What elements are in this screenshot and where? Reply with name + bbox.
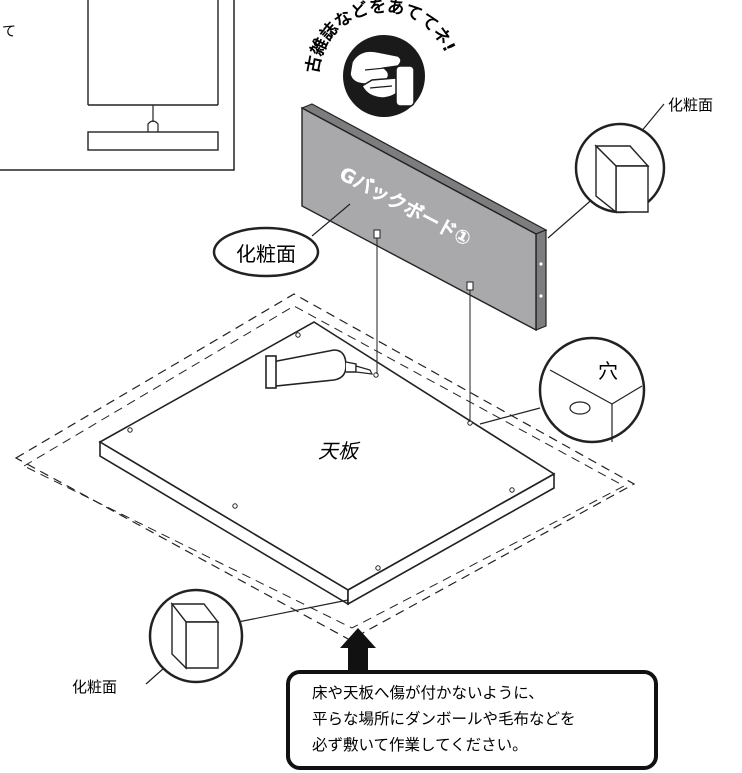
note-line-3: 必ず敷いて作業してください。 (312, 735, 528, 754)
arrow-up-icon (340, 628, 376, 672)
finish-face-label: 化粧面 (236, 242, 296, 266)
inset-glyph: て (2, 24, 16, 40)
finish-face-oval: 化粧面 (212, 203, 351, 278)
top-board: 天板 (98, 321, 556, 606)
hole-label: 穴 (598, 359, 618, 383)
callout-bottom-left-label: 化粧面 (72, 678, 117, 696)
dowel-guides (373, 229, 474, 422)
note-line-2: 平らな場所にダンボールや毛布などを (312, 710, 576, 728)
corner-detail-top-right: 化粧面 (547, 96, 713, 239)
back-board-panel: Gバックボード① (300, 103, 548, 332)
protective-mat-outline (14, 293, 636, 641)
glue-bottle-icon (265, 349, 374, 389)
protective-mat-outline-inner (22, 305, 626, 629)
note-line-1: 床や天板へ傷が付かないように、 (312, 684, 544, 702)
board-label: 天板 (318, 439, 361, 463)
hole-detail: 穴 (479, 336, 646, 444)
note-box: 床や天板へ傷が付かないように、 平らな場所にダンボールや毛布などを 必ず敷いて作… (286, 670, 658, 770)
inset-detail: て (0, 0, 235, 171)
callout-top-right-label: 化粧面 (668, 96, 713, 114)
stamp: 古雑誌などをあててネ! (302, 0, 459, 117)
corner-detail-bottom-left: 化粧面 (72, 588, 349, 696)
